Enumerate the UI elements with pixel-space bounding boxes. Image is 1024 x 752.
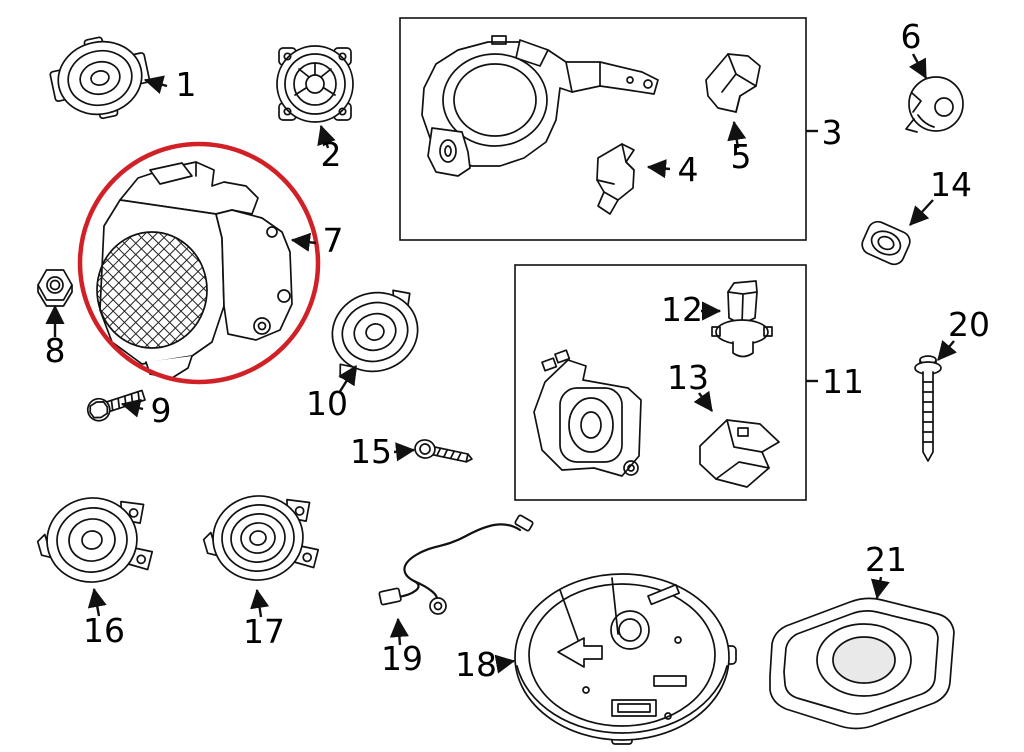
callout-7-arrow [290,232,317,252]
part-21-tray [769,597,955,730]
part-18-subwoofer [514,573,737,745]
callout-21-label: 21 [865,540,907,579]
callout-21: 21 [865,540,907,600]
callout-13-label: 13 [667,358,709,397]
callout-14-arrow [909,199,934,226]
callout-4-label: 4 [678,150,699,189]
callout-7: 7 [290,221,344,260]
part-16-speaker [36,497,154,583]
callout-9-arrow [120,398,144,418]
part-14-grommet-clip [861,220,911,266]
callout-5-arrow [727,120,747,149]
callout-8: 8 [45,304,66,370]
callout-15-label: 15 [350,432,392,471]
callout-16: 16 [83,587,125,650]
part-4-bracket [596,143,635,215]
part-20-pin [914,355,942,462]
callout-1-arrow [143,75,168,94]
part-9-bolt [86,389,146,422]
part-5-clip [705,53,761,113]
callout-17-label: 17 [243,612,285,651]
callout-21-arrow [870,576,890,600]
callout-17: 17 [243,588,285,651]
callout-7-label: 7 [323,221,344,260]
callout-20: 20 [937,305,990,361]
part-7-amplifier [96,161,293,379]
callout-19-arrow [389,617,409,646]
callout-19-label: 19 [381,639,423,678]
part-2-speaker [276,45,354,123]
callout-6: 6 [901,17,928,80]
callout-15-arrow [393,442,416,462]
callout-20-arrow [937,340,957,361]
callout-2-label: 2 [321,135,342,174]
callout-10-label: 10 [306,384,348,423]
callout-10-arrow [337,364,358,394]
callout-20-label: 20 [948,305,990,344]
callout-16-label: 16 [83,611,125,650]
callout-18-arrow [494,654,516,674]
callout-2: 2 [317,124,342,174]
callout-11: 11 [806,362,864,401]
part-6-grommet [905,76,964,133]
callout-12-label: 12 [661,290,703,329]
callout-19: 19 [381,617,423,678]
callout-14: 14 [909,165,972,226]
callout-5-label: 5 [731,137,752,176]
callout-4: 4 [646,150,699,189]
callout-2-arrow [317,124,336,149]
part-8-nut [37,269,73,307]
callout-16-arrow [87,587,107,617]
callout-6-arrow [908,53,928,80]
part-17-speaker [202,495,320,581]
callout-9-label: 9 [151,391,172,430]
part-13-bracket [699,419,780,488]
callout-1: 1 [143,65,197,104]
callout-4-arrow [646,159,671,179]
callout-1-label: 1 [176,65,197,104]
callout-10: 10 [306,364,358,423]
part-12-sensor [711,280,773,358]
callout-3-label: 3 [822,113,843,152]
callout-13-arrow [693,390,713,412]
callout-9: 9 [120,391,172,430]
part-11-module-bracket [533,349,642,477]
callout-8-label: 8 [45,331,66,370]
part-15-screw [414,439,473,463]
part-1-speaker [49,36,151,120]
callout-15: 15 [350,432,416,471]
callout-17-arrow [250,588,270,618]
callout-3: 3 [806,113,843,152]
highlight-circle-part-7 [77,141,321,385]
callout-14-label: 14 [930,165,972,204]
callout-18-label: 18 [455,645,497,684]
callout-12: 12 [661,290,722,329]
callout-5: 5 [727,120,752,176]
callout-18: 18 [455,645,516,684]
part-10-speaker [331,289,419,382]
callout-6-label: 6 [901,17,922,56]
callout-11-label: 11 [822,362,864,401]
callout-13: 13 [667,358,713,412]
part-19-harness [378,514,534,615]
part-3-speaker-bracket [421,35,659,177]
